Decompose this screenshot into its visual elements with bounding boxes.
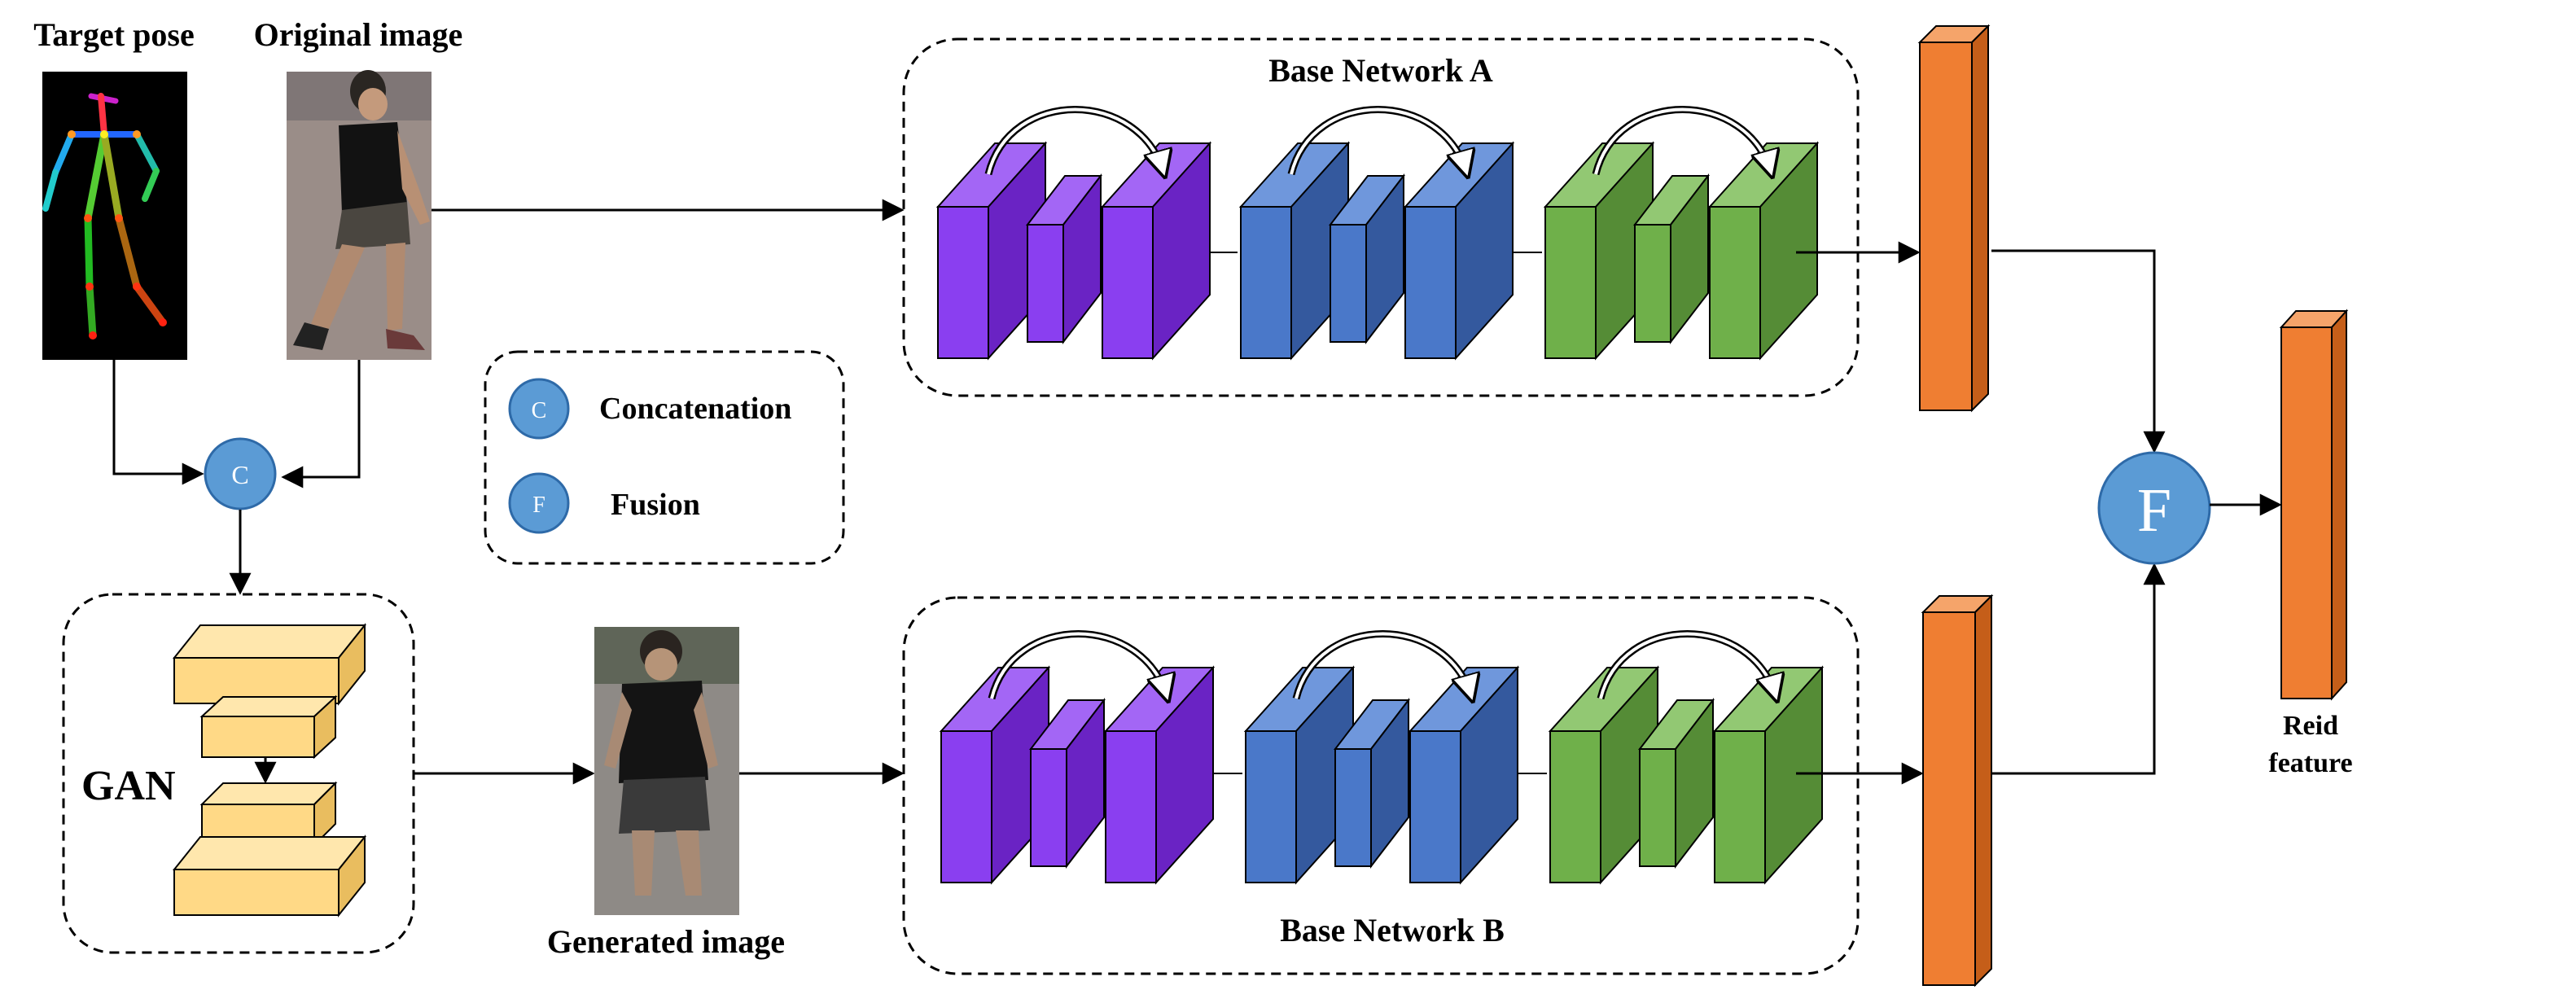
- fusion-node: F: [2097, 451, 2211, 565]
- network-b-module-3: [1548, 630, 1825, 885]
- reid-feature-vector: [2279, 309, 2349, 701]
- feature-vector-b: [1921, 594, 1994, 988]
- network-a-module-1: [935, 106, 1212, 361]
- generated-image: [594, 627, 739, 915]
- base-network-b: Base Network B: [902, 596, 1860, 975]
- generated-image-label: Generated image: [547, 923, 785, 960]
- target-pose-label: Target pose: [33, 16, 194, 53]
- base-network-b-label: Base Network B: [1280, 912, 1505, 948]
- original-image-label: Original image: [254, 16, 463, 53]
- feature-a-to-fusion-arrow: [1991, 249, 2166, 453]
- fusion-node-symbol: F: [2137, 476, 2171, 545]
- feature-vector-a: [1917, 24, 1991, 413]
- base-network-a: Base Network A: [902, 37, 1860, 397]
- feature-b-to-fusion-arrow: [1991, 563, 2166, 775]
- network-a-module-2: [1238, 106, 1515, 361]
- gan-layers: [172, 623, 367, 918]
- network-a-module-3: [1543, 106, 1820, 361]
- concatenation-node: C: [204, 437, 277, 510]
- legend: C Concatenation F Fusion: [484, 350, 845, 565]
- target-pose-image: [42, 72, 187, 360]
- legend-item-concatenation: C Concatenation: [508, 378, 791, 440]
- legend-fusion-label: Fusion: [611, 488, 700, 522]
- legend-concatenation-symbol: C: [532, 398, 547, 423]
- image-to-concat-arrow: [281, 360, 361, 488]
- reid-feature-label-line1: Reid: [2283, 711, 2338, 741]
- base-network-a-label: Base Network A: [1268, 52, 1493, 89]
- legend-concatenation-label: Concatenation: [599, 392, 791, 426]
- gan-label: GAN: [81, 763, 176, 809]
- network-b-module-2: [1243, 630, 1520, 885]
- original-image: [287, 70, 432, 360]
- legend-item-fusion: F Fusion: [508, 472, 700, 534]
- legend-fusion-symbol: F: [532, 493, 545, 518]
- concatenation-node-symbol: C: [231, 460, 248, 489]
- network-b-module-1: [939, 630, 1216, 885]
- reid-feature-label-line2: feature: [2268, 748, 2352, 778]
- gan-block: GAN: [62, 593, 415, 954]
- pose-to-concat-arrow: [112, 360, 204, 485]
